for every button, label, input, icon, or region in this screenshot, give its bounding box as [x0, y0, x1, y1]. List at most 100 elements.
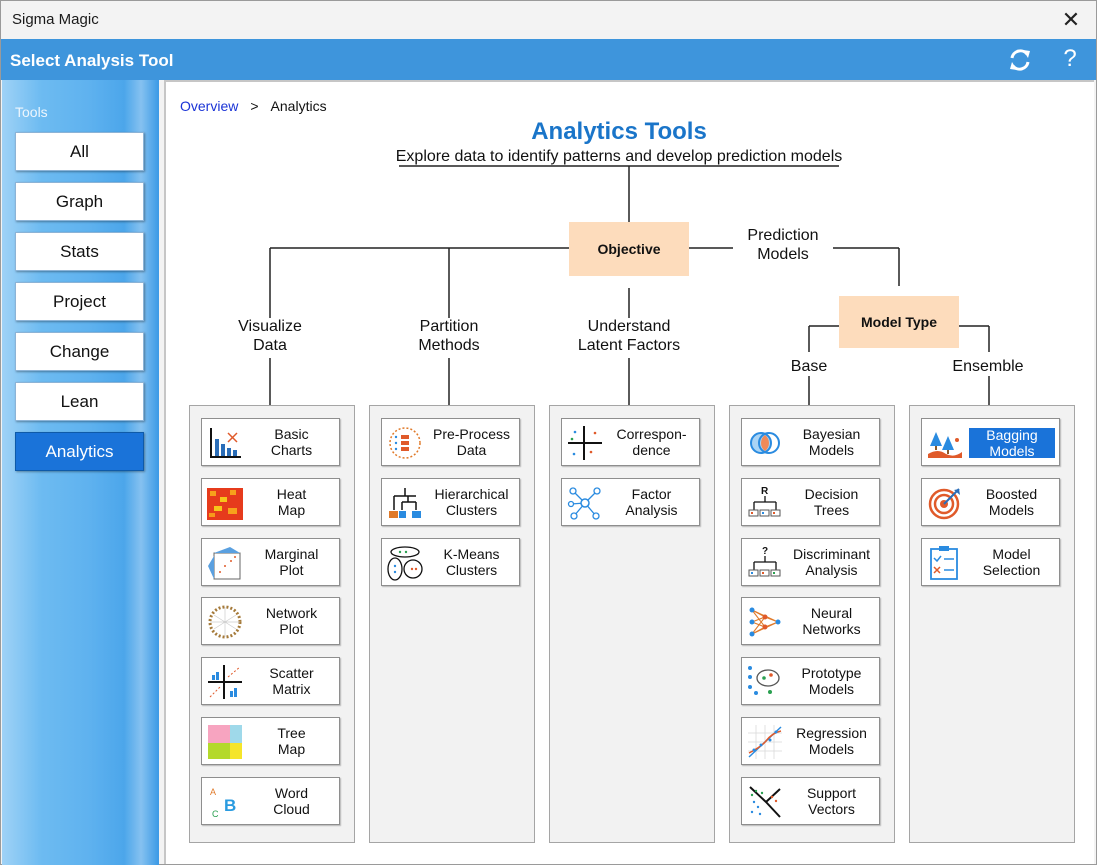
tool-label: Regression Models [796, 725, 867, 757]
tool-boosted-models[interactable]: Boosted Models [921, 478, 1060, 526]
prototype-icon [748, 666, 780, 695]
tool-neural-networks[interactable]: Neural Networks [741, 597, 880, 645]
help-icon[interactable]: ? [1063, 45, 1077, 72]
tool-label: Tree Map [277, 725, 306, 757]
tool-label: Decision Trees [804, 486, 859, 518]
base-label: Base [790, 358, 828, 375]
breadcrumb: Overview>Analytics [180, 98, 327, 114]
nav-stats-button[interactable]: Stats [15, 232, 144, 271]
tool-marginal-plot[interactable]: Marginal Plot [201, 538, 340, 586]
svg-text:?: ? [762, 546, 768, 557]
close-icon[interactable]: ✕ [1061, 7, 1081, 32]
breadcrumb-overview-link[interactable]: Overview [180, 98, 239, 114]
tool-correspondence[interactable]: Correspon- dence [561, 418, 700, 466]
tool-scatter-matrix[interactable]: Scatter Matrix [201, 657, 340, 705]
partition-column: Pre-Process Data Hierarchical Clusters K… [369, 405, 535, 843]
tool-heat-map[interactable]: Heat Map [201, 478, 340, 526]
visualize-data-label: Visualize Data [238, 318, 302, 354]
svg-text:A: A [210, 787, 216, 797]
latent-factors-label: Understand Latent Factors [577, 318, 681, 354]
tool-label: Discriminant Analysis [792, 546, 870, 578]
tool-preprocess-data[interactable]: Pre-Process Data [381, 418, 520, 466]
scatter-matrix-icon [208, 665, 242, 699]
bayesian-icon [750, 432, 780, 454]
tool-label: Basic Charts [270, 426, 313, 458]
nav-all-button[interactable]: All [15, 132, 144, 171]
tool-label: Scatter Matrix [269, 665, 314, 697]
tool-regression-models[interactable]: Regression Models [741, 717, 880, 765]
tools-sidebar: Tools All Graph Stats Project Change Lea… [2, 80, 159, 865]
tool-label: K-Means Clusters [443, 546, 500, 578]
factor-analysis-icon [567, 487, 601, 520]
page-title: Analytics Tools [531, 118, 707, 145]
correspondence-icon [568, 426, 602, 460]
prediction-models-label: Prediction Models [733, 226, 833, 264]
nav-lean-button[interactable]: Lean [15, 382, 144, 421]
model-selection-icon [930, 546, 958, 580]
tool-decision-trees[interactable]: R Decision Trees [741, 478, 880, 526]
bar-chart-icon [210, 428, 241, 458]
visualize-column: Basic Charts Heat Map Marginal Plot Netw… [189, 405, 355, 843]
partition-methods-label: Partition Methods [418, 318, 480, 354]
nav-graph-button[interactable]: Graph [15, 182, 144, 221]
bagging-icon [928, 432, 962, 458]
main-panel: Overview>Analytics Analytics Tools Explo… [164, 80, 1094, 864]
svg-text:R: R [761, 486, 769, 497]
window-title: Sigma Magic [12, 11, 99, 28]
ensemble-models-column: Bagging Models Boosted Models Model Sele… [909, 405, 1075, 843]
regression-icon [748, 725, 782, 759]
latent-factors-column: Correspon- dence Factor Analysis [549, 405, 715, 843]
tool-label: Word Cloud [273, 785, 310, 817]
tool-model-selection[interactable]: Model Selection [921, 538, 1060, 586]
tool-label: Correspon- dence [616, 426, 687, 458]
header-title: Select Analysis Tool [10, 51, 174, 70]
page-subtitle: Explore data to identify patterns and de… [395, 148, 843, 165]
preprocess-icon [389, 427, 421, 459]
tool-discriminant-analysis[interactable]: ? Discriminant Analysis [741, 538, 880, 586]
nav-change-button[interactable]: Change [15, 332, 144, 371]
hierarchy-icon [389, 488, 421, 518]
discriminant-icon: ? [748, 546, 781, 577]
tool-label: Factor Analysis [625, 486, 678, 518]
tool-bayesian-models[interactable]: Bayesian Models [741, 418, 880, 466]
nav-project-button[interactable]: Project [15, 282, 144, 321]
tool-basic-charts[interactable]: Basic Charts [201, 418, 340, 466]
header-bar: Select Analysis Tool ? [1, 39, 1096, 80]
tool-bagging-models[interactable]: Bagging Models [921, 418, 1060, 466]
tool-label: Heat Map [276, 486, 307, 518]
tool-kmeans-clusters[interactable]: K-Means Clusters [381, 538, 520, 586]
word-cloud-icon: ABC [210, 787, 236, 819]
tool-label: Bagging Models [969, 427, 1055, 459]
tool-label: Pre-Process Data [432, 426, 511, 458]
breadcrumb-current: Analytics [270, 98, 327, 114]
network-plot-icon [208, 605, 242, 639]
tool-hierarchical-clusters[interactable]: Hierarchical Clusters [381, 478, 520, 526]
tool-label: Bayesian Models [802, 426, 861, 458]
marginal-plot-icon [208, 547, 241, 580]
tools-label: Tools [15, 104, 48, 120]
base-models-column: Bayesian Models R Decision Trees ? Discr… [729, 405, 895, 843]
decision-tree-icon: R [748, 486, 781, 517]
support-vector-icon [749, 786, 781, 818]
tool-prototype-models[interactable]: Prototype Models [741, 657, 880, 705]
model-type-box: Model Type [839, 296, 959, 348]
tool-label: Marginal Plot [264, 546, 319, 578]
neural-network-icon [749, 607, 781, 637]
refresh-icon[interactable] [1005, 45, 1035, 75]
tool-factor-analysis[interactable]: Factor Analysis [561, 478, 700, 526]
tool-label: Neural Networks [802, 605, 861, 637]
tool-support-vectors[interactable]: Support Vectors [741, 777, 880, 825]
treemap-icon [208, 725, 242, 759]
tool-label: Hierarchical Clusters [434, 486, 509, 518]
svg-text:B: B [224, 796, 236, 815]
kmeans-icon [387, 546, 423, 581]
tool-network-plot[interactable]: Network Plot [201, 597, 340, 645]
nav-analytics-button[interactable]: Analytics [15, 432, 144, 471]
title-bar: Sigma Magic ✕ [1, 1, 1096, 39]
svg-text:C: C [212, 809, 219, 819]
tool-label: Boosted Models [985, 486, 1038, 518]
tool-tree-map[interactable]: Tree Map [201, 717, 340, 765]
tool-label: Model Selection [982, 546, 1041, 578]
